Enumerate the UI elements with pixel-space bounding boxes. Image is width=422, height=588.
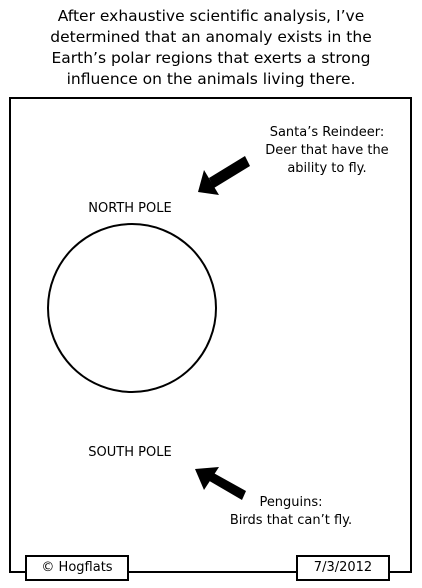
pointer-arrows <box>195 156 250 500</box>
penguin-note-line: Penguins: <box>259 495 323 510</box>
caption-line: Earth’s polar regions that exerts a stro… <box>51 49 371 67</box>
reindeer-note: Santa’s Reindeer: Deer that have the abi… <box>247 124 407 178</box>
reindeer-note-line: Deer that have the <box>265 143 389 158</box>
earth-circle <box>47 223 217 393</box>
caption-line: determined that an anomaly exists in the <box>50 28 372 46</box>
comic-panel: Santa’s Reindeer: Deer that have the abi… <box>9 97 412 573</box>
caption-line: influence on the animals living there. <box>66 70 356 88</box>
caption-line: After exhaustive scientific analysis, I’… <box>57 7 365 25</box>
north-pole-label: NORTH POLE <box>88 201 172 216</box>
penguin-note-line: Birds that can’t fly. <box>229 513 353 528</box>
date-box: 7/3/2012 <box>296 555 390 581</box>
comic-caption: After exhaustive scientific analysis, I’… <box>0 6 422 90</box>
south-pole-label: SOUTH POLE <box>88 445 172 460</box>
reindeer-note-line: Santa’s Reindeer: <box>269 125 385 140</box>
penguin-note: Penguins: Birds that can’t fly. <box>211 494 371 530</box>
north-arrow-icon <box>198 156 250 195</box>
reindeer-note-line: ability to fly. <box>287 161 367 176</box>
south-arrow-icon <box>195 467 246 500</box>
copyright-box: © Hogflats <box>25 555 129 581</box>
